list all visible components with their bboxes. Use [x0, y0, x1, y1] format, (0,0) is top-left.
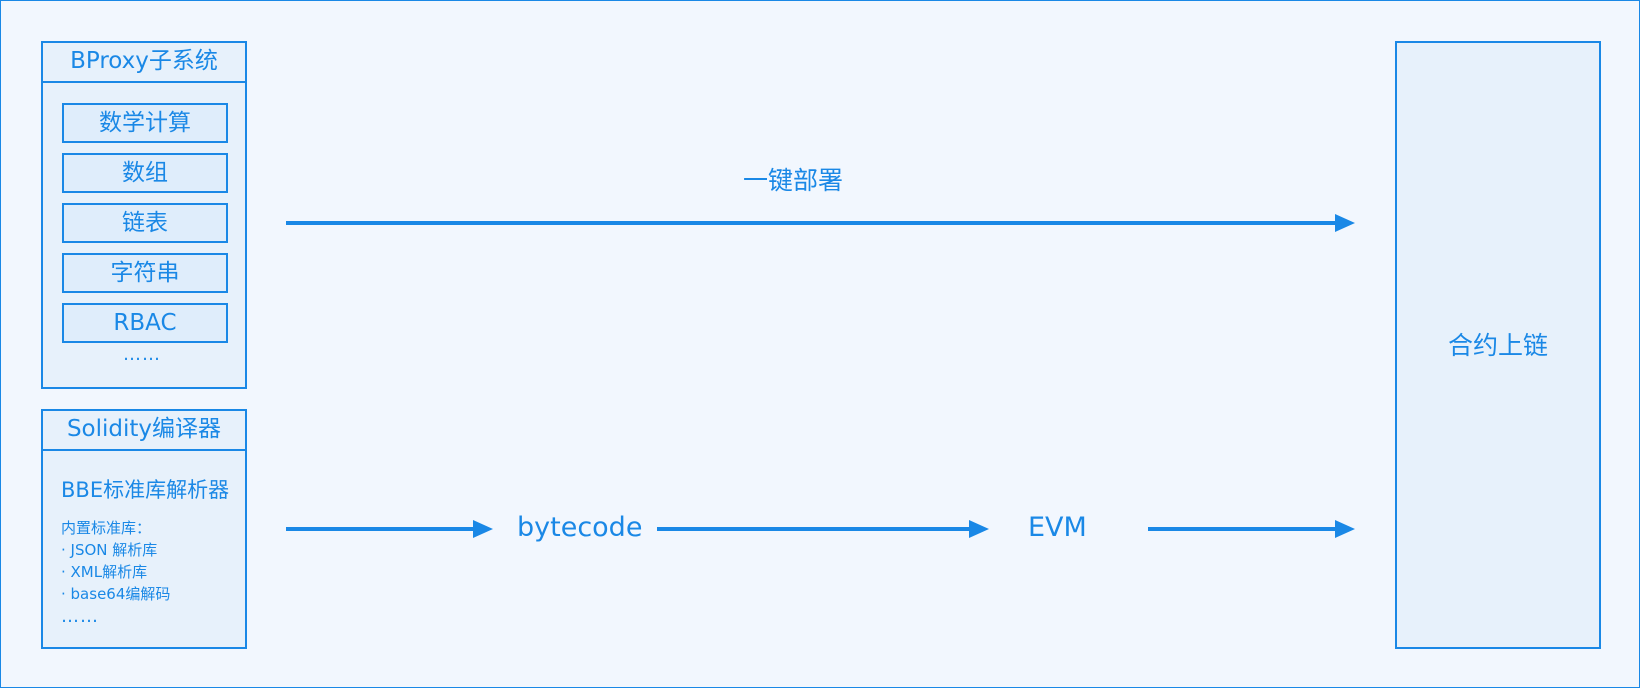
bytecode-to-evm-arrow-head	[969, 520, 989, 538]
solidity-compiler-box: Solidity编译器 BBE标准库解析器 内置标准库： · JSON 解析库 …	[41, 409, 247, 649]
bproxy-more-ellipsis: ……	[123, 344, 161, 365]
module-string: 字符串	[62, 253, 228, 293]
evm-label: EVM	[1028, 512, 1087, 543]
deploy-arrow-head	[1335, 214, 1355, 232]
stdlib-item-base64: · base64编解码	[61, 585, 171, 603]
evm-to-chain-arrow-head	[1335, 520, 1355, 538]
stdlib-heading: 内置标准库：	[61, 519, 152, 537]
on-chain-label: 合约上链	[1447, 331, 1548, 360]
compiler-title: Solidity编译器	[43, 411, 245, 451]
compiler-more-ellipsis: ……	[61, 606, 99, 627]
module-linked-list: 链表	[62, 203, 228, 243]
stdlib-item-xml: · XML解析库	[61, 563, 148, 581]
stdlib-item-json: · JSON 解析库	[61, 541, 158, 559]
compiler-subtitle: BBE标准库解析器	[61, 478, 230, 502]
bytecode-label: bytecode	[517, 512, 643, 543]
deploy-label: 一键部署	[743, 166, 844, 195]
module-array: 数组	[62, 153, 228, 193]
module-rbac: RBAC	[62, 303, 228, 343]
module-math: 数学计算	[62, 103, 228, 143]
compiler-to-bytecode-arrow-head	[473, 520, 493, 538]
bproxy-title: BProxy子系统	[43, 43, 245, 83]
on-chain-box: 合约上链	[1395, 41, 1601, 649]
bproxy-subsystem-box: BProxy子系统 数学计算 数组 链表 字符串 RBAC ……	[41, 41, 247, 389]
